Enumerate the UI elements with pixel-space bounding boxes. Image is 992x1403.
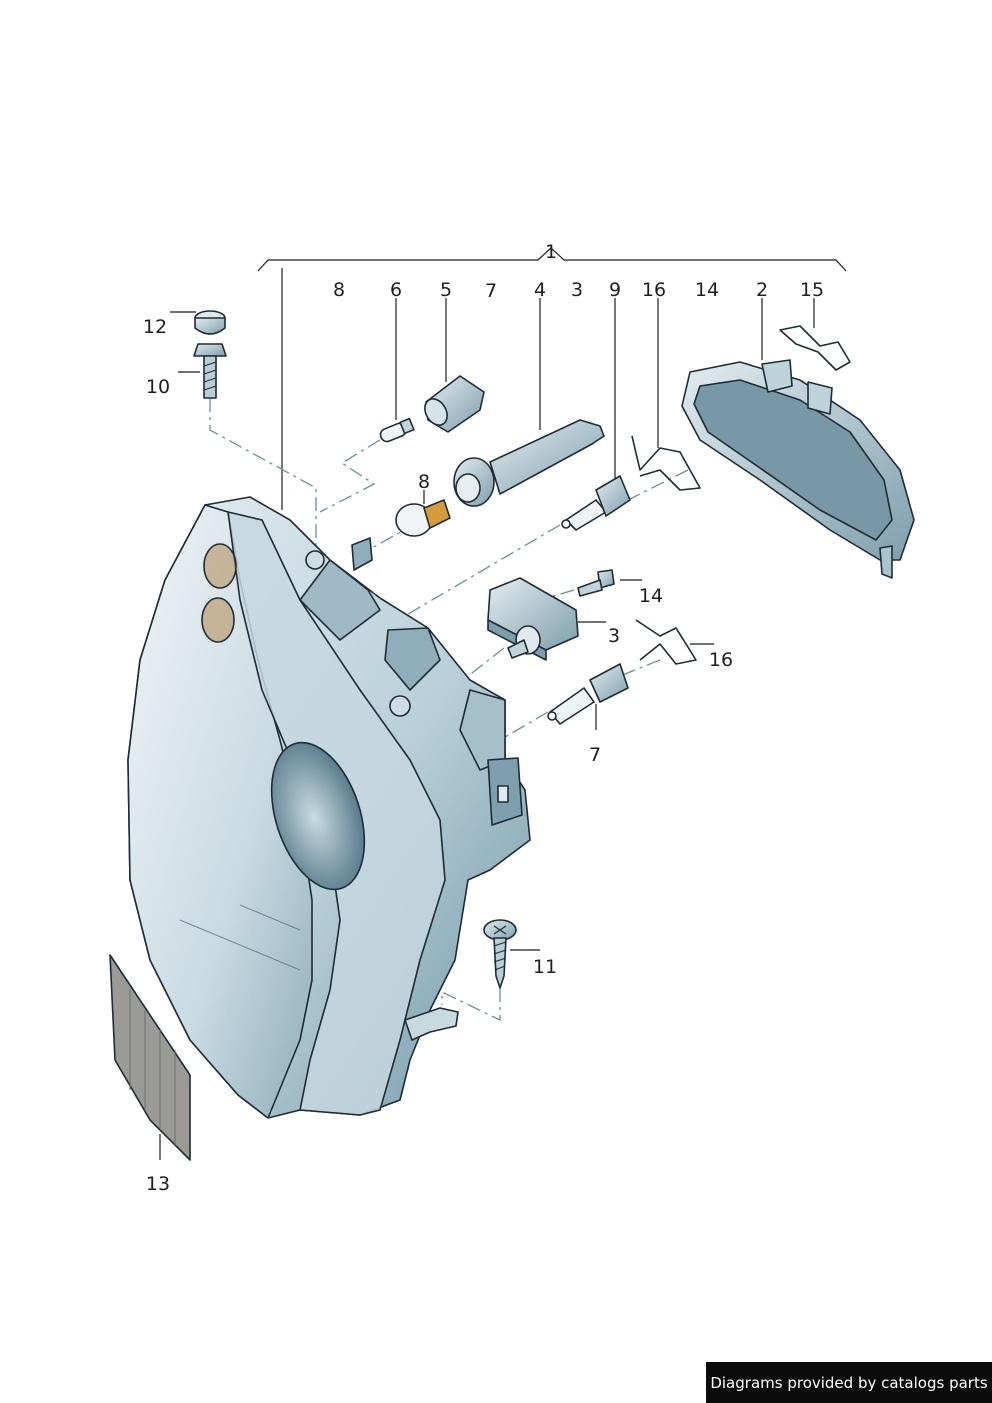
callout-top-14: 14: [695, 279, 719, 301]
part-15-wire-clip: [779, 325, 851, 371]
callout-16-lower: 16: [709, 649, 733, 671]
callout-11: 11: [533, 956, 557, 978]
part-4-socket-harness: [453, 419, 605, 507]
callout-labels: 1 8 6 5 7 4 3 9 16 14 2 15 12 10 8 14 3 …: [143, 241, 824, 1195]
callout-top-3: 3: [571, 279, 583, 301]
callout-1: 1: [545, 241, 557, 263]
part-11-tapping-screw: [483, 919, 517, 989]
part-3-adjuster-motor: [487, 577, 579, 661]
callout-top-15: 15: [800, 279, 824, 301]
callout-10: 10: [146, 376, 170, 398]
part-14-screw: [577, 569, 615, 597]
callout-top-6: 6: [390, 279, 402, 301]
callout-top-16: 16: [642, 279, 666, 301]
headlight-housing: [127, 496, 531, 1119]
part-16-retaining-clip: [631, 435, 701, 665]
callout-top-2: 2: [756, 279, 768, 301]
part-10-bolt: [193, 343, 227, 399]
callout-3-lower: 3: [608, 625, 620, 647]
callout-14-lower: 14: [639, 585, 663, 607]
callout-12: 12: [143, 316, 167, 338]
credit-text: Diagrams provided by catalogs parts: [710, 1373, 988, 1392]
leader-lines: [159, 298, 815, 1160]
part-13-reflector: [109, 954, 191, 1161]
callout-top-8: 8: [333, 279, 345, 301]
part-7-halogen-bulb: [547, 663, 629, 725]
callout-top-4: 4: [534, 279, 546, 301]
assembly-lines: [209, 398, 689, 1022]
callout-7-lower: 7: [589, 744, 601, 766]
callout-top-7: 7: [485, 280, 497, 302]
diagram-credit-banner: Diagrams provided by catalogs parts: [706, 1362, 992, 1403]
part-5-bulb-holder: [424, 375, 485, 433]
part-6-wedge-bulb: [379, 417, 415, 443]
part-8-indicator-bulb: [395, 499, 451, 537]
callout-top-9: 9: [609, 279, 621, 301]
callout-13: 13: [146, 1173, 170, 1195]
callout-top-5: 5: [440, 279, 452, 301]
part-2-rear-cover: [681, 359, 915, 579]
part-12-cap: [194, 310, 226, 335]
callout-8-lower: 8: [418, 471, 430, 493]
part-9-halogen-bulb: [561, 475, 631, 531]
